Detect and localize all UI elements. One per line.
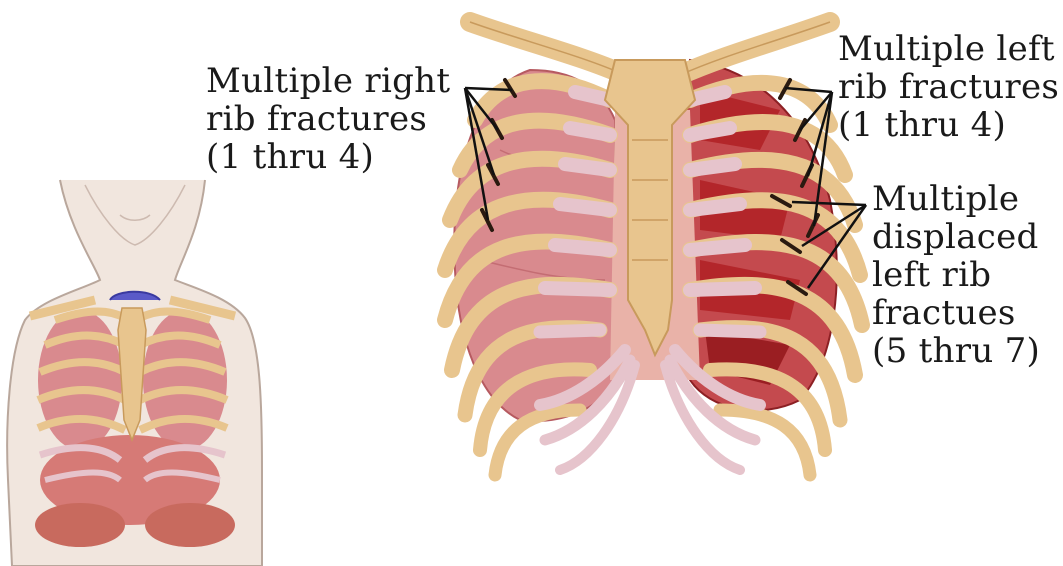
right-label-line-2: rib fractures	[206, 100, 450, 138]
left-upper-label-line-3: (1 thru 4)	[838, 106, 1059, 144]
left-upper-label-line-1: Multiple left	[838, 30, 1059, 68]
right-rib-fractures-label: Multiple right rib fractures (1 thru 4)	[206, 62, 450, 176]
left-lower-label-line-4: fractues	[872, 294, 1040, 332]
left-rib-fractures-label: Multiple left rib fractures (1 thru 4)	[838, 30, 1059, 144]
left-lower-label-line-2: displaced	[872, 218, 1040, 256]
left-lower-label-line-1: Multiple	[872, 180, 1040, 218]
displaced-left-rib-fractures-label: Multiple displaced left rib fractues (5 …	[872, 180, 1040, 370]
right-label-line-1: Multiple right	[206, 62, 450, 100]
right-label-line-3: (1 thru 4)	[206, 138, 450, 176]
left-upper-label-line-2: rib fractures	[838, 68, 1059, 106]
left-lower-label-line-5: (5 thru 7)	[872, 332, 1040, 370]
left-lower-label-line-3: left rib	[872, 256, 1040, 294]
